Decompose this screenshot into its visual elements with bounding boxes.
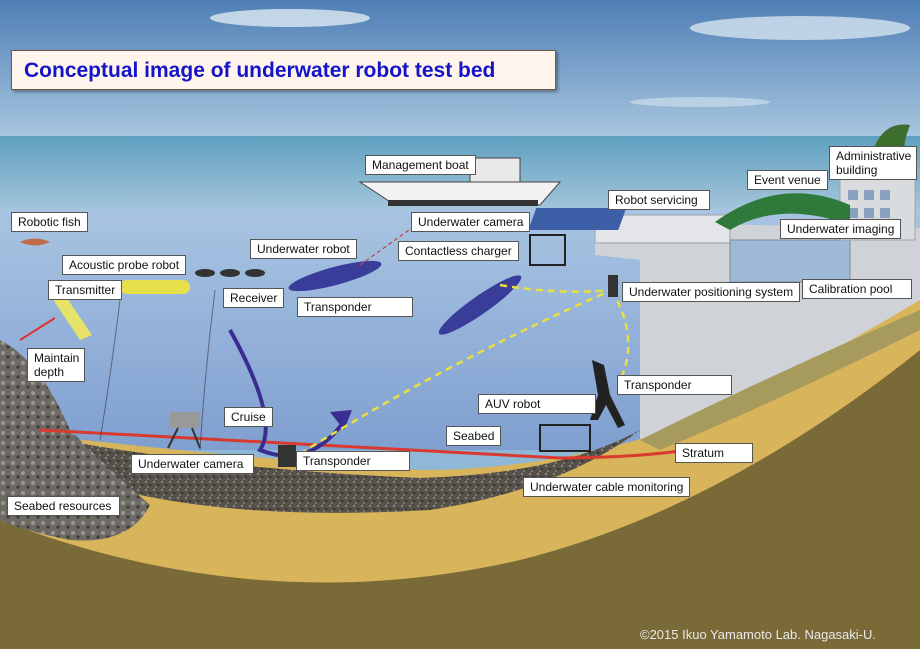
label-event-venue: Event venue bbox=[747, 170, 828, 190]
auv-robot-shape bbox=[539, 424, 591, 452]
cruise-arrow bbox=[228, 329, 347, 458]
cruise-arrowhead bbox=[330, 410, 352, 430]
robotic-fish-shape bbox=[20, 238, 50, 246]
underwater-camera-bottom-shape bbox=[167, 412, 201, 449]
label-underwater-positioning-system: Underwater positioning system bbox=[622, 282, 801, 302]
event-venue-dome bbox=[715, 193, 850, 230]
label-auv-robot: AUV robot bbox=[478, 394, 596, 414]
positioning-links bbox=[289, 283, 630, 462]
transponder-bottom-shape bbox=[278, 445, 296, 467]
seaweed-lines bbox=[99, 289, 216, 451]
receiver-buoys bbox=[195, 269, 265, 277]
diver bbox=[590, 360, 625, 428]
left-rocks bbox=[0, 340, 150, 541]
calibration-pool-tank bbox=[729, 239, 851, 283]
label-underwater-camera-top: Underwater camera bbox=[411, 212, 531, 232]
label-stratum: Stratum bbox=[675, 443, 753, 463]
label-transponder-right: Transponder bbox=[617, 375, 732, 395]
label-underwater-robot: Underwater robot bbox=[250, 239, 357, 259]
label-contactless-charger: Contactless charger bbox=[398, 241, 519, 261]
page-title: Conceptual image of underwater robot tes… bbox=[11, 50, 556, 90]
transmitter-beam bbox=[48, 288, 92, 340]
label-cruise: Cruise bbox=[224, 407, 273, 427]
solar-panel bbox=[528, 208, 627, 230]
label-calibration-pool: Calibration pool bbox=[802, 279, 912, 299]
stratum-layer bbox=[0, 350, 920, 649]
label-transponder-top: Transponder bbox=[297, 297, 413, 317]
label-underwater-cable-monitoring: Underwater cable monitoring bbox=[523, 477, 691, 497]
cloud bbox=[690, 16, 910, 40]
label-seabed-resources: Seabed resources bbox=[7, 496, 120, 516]
maintain-depth-arrow bbox=[19, 317, 56, 341]
label-acoustic-probe-robot: Acoustic probe robot bbox=[62, 255, 187, 275]
underwater-robot-shape bbox=[288, 260, 382, 292]
label-robot-servicing: Robot servicing bbox=[608, 190, 710, 210]
underwater-camera-top-shape bbox=[529, 234, 566, 266]
label-receiver: Receiver bbox=[223, 288, 285, 308]
label-robotic-fish: Robotic fish bbox=[11, 212, 88, 232]
management-boat-shape bbox=[358, 157, 562, 206]
label-maintain-depth: Maintain depth bbox=[27, 348, 85, 382]
label-management-boat: Management boat bbox=[365, 155, 476, 175]
label-administrative-building: Administrative building bbox=[829, 146, 917, 180]
positioning-device bbox=[608, 275, 618, 297]
admin-windows bbox=[848, 190, 890, 218]
acoustic-probe-robot-shape bbox=[120, 280, 190, 294]
copyright: ©2015 Ikuo Yamamoto Lab. Nagasaki-U. bbox=[640, 627, 877, 642]
right-slope bbox=[640, 310, 920, 450]
cloud bbox=[210, 9, 370, 27]
gravel-bed bbox=[60, 430, 640, 513]
label-transponder-bottom: Transponder bbox=[296, 451, 410, 471]
label-transmitter: Transmitter bbox=[48, 280, 123, 300]
underwater-cable bbox=[39, 428, 701, 460]
underwater-robot-shape-2 bbox=[438, 275, 522, 335]
cloud bbox=[630, 97, 770, 107]
label-seabed: Seabed bbox=[446, 426, 502, 446]
label-underwater-camera-bottom: Underwater camera bbox=[131, 454, 254, 474]
label-underwater-imaging: Underwater imaging bbox=[780, 219, 902, 239]
